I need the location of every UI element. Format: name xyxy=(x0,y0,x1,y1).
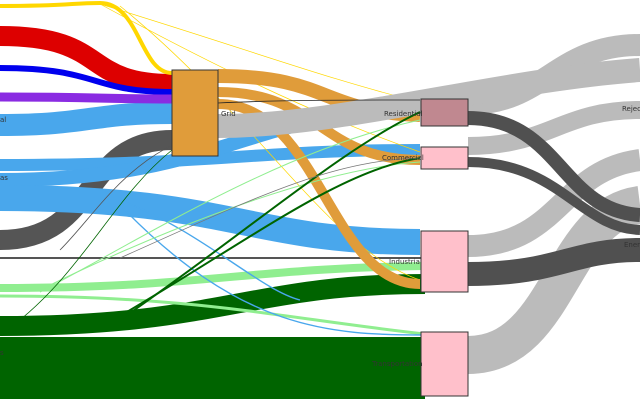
residential-label: Residential xyxy=(384,110,423,118)
left-source-label-1: al xyxy=(0,116,6,124)
flow-biomass-b xyxy=(0,294,426,336)
flow-solar xyxy=(0,0,173,75)
rejected-energy-label: Rejected xyxy=(622,105,640,113)
solar-trace-1 xyxy=(99,3,421,103)
trace-petroleum-1 xyxy=(119,111,421,321)
grid-node xyxy=(171,69,219,157)
flow-industrial-rejected xyxy=(467,149,640,257)
flow-commercial-services xyxy=(467,157,640,235)
flow-commercial-rejected xyxy=(467,101,640,155)
grid-label: Grid xyxy=(221,110,236,118)
trace-gas-1 xyxy=(119,199,301,301)
trace-black xyxy=(217,99,421,104)
flow-petroleum-industrial xyxy=(0,274,426,336)
industrial-node xyxy=(420,230,469,293)
flow-gas-electricity xyxy=(0,102,173,136)
flow-nuclear xyxy=(0,26,173,94)
transportation-label: Transportation xyxy=(371,360,423,368)
flow-residential-services xyxy=(467,111,640,222)
solar-trace-2 xyxy=(99,3,421,153)
solar-trace-3 xyxy=(119,5,421,281)
flow-industrial-services xyxy=(467,238,640,286)
energy-services-label: Energy xyxy=(624,241,640,249)
industrial-label: Industrial xyxy=(389,258,422,266)
flow-wind xyxy=(0,92,173,104)
trace-biomass-2 xyxy=(39,119,421,293)
flow-biomass xyxy=(0,262,426,292)
trace-gas-2 xyxy=(119,204,426,336)
residential-node xyxy=(420,98,469,127)
transportation-node xyxy=(420,331,469,397)
commercial-node xyxy=(420,146,469,170)
trace-petroleum-3 xyxy=(0,149,173,336)
trace-coal-2 xyxy=(119,157,421,259)
trace-petroleum-2 xyxy=(119,157,421,317)
commercial-label: Commercial xyxy=(382,154,424,162)
flow-hydro xyxy=(0,65,173,95)
left-source-label-3: s xyxy=(0,349,4,357)
left-source-label-2: as xyxy=(0,174,8,182)
